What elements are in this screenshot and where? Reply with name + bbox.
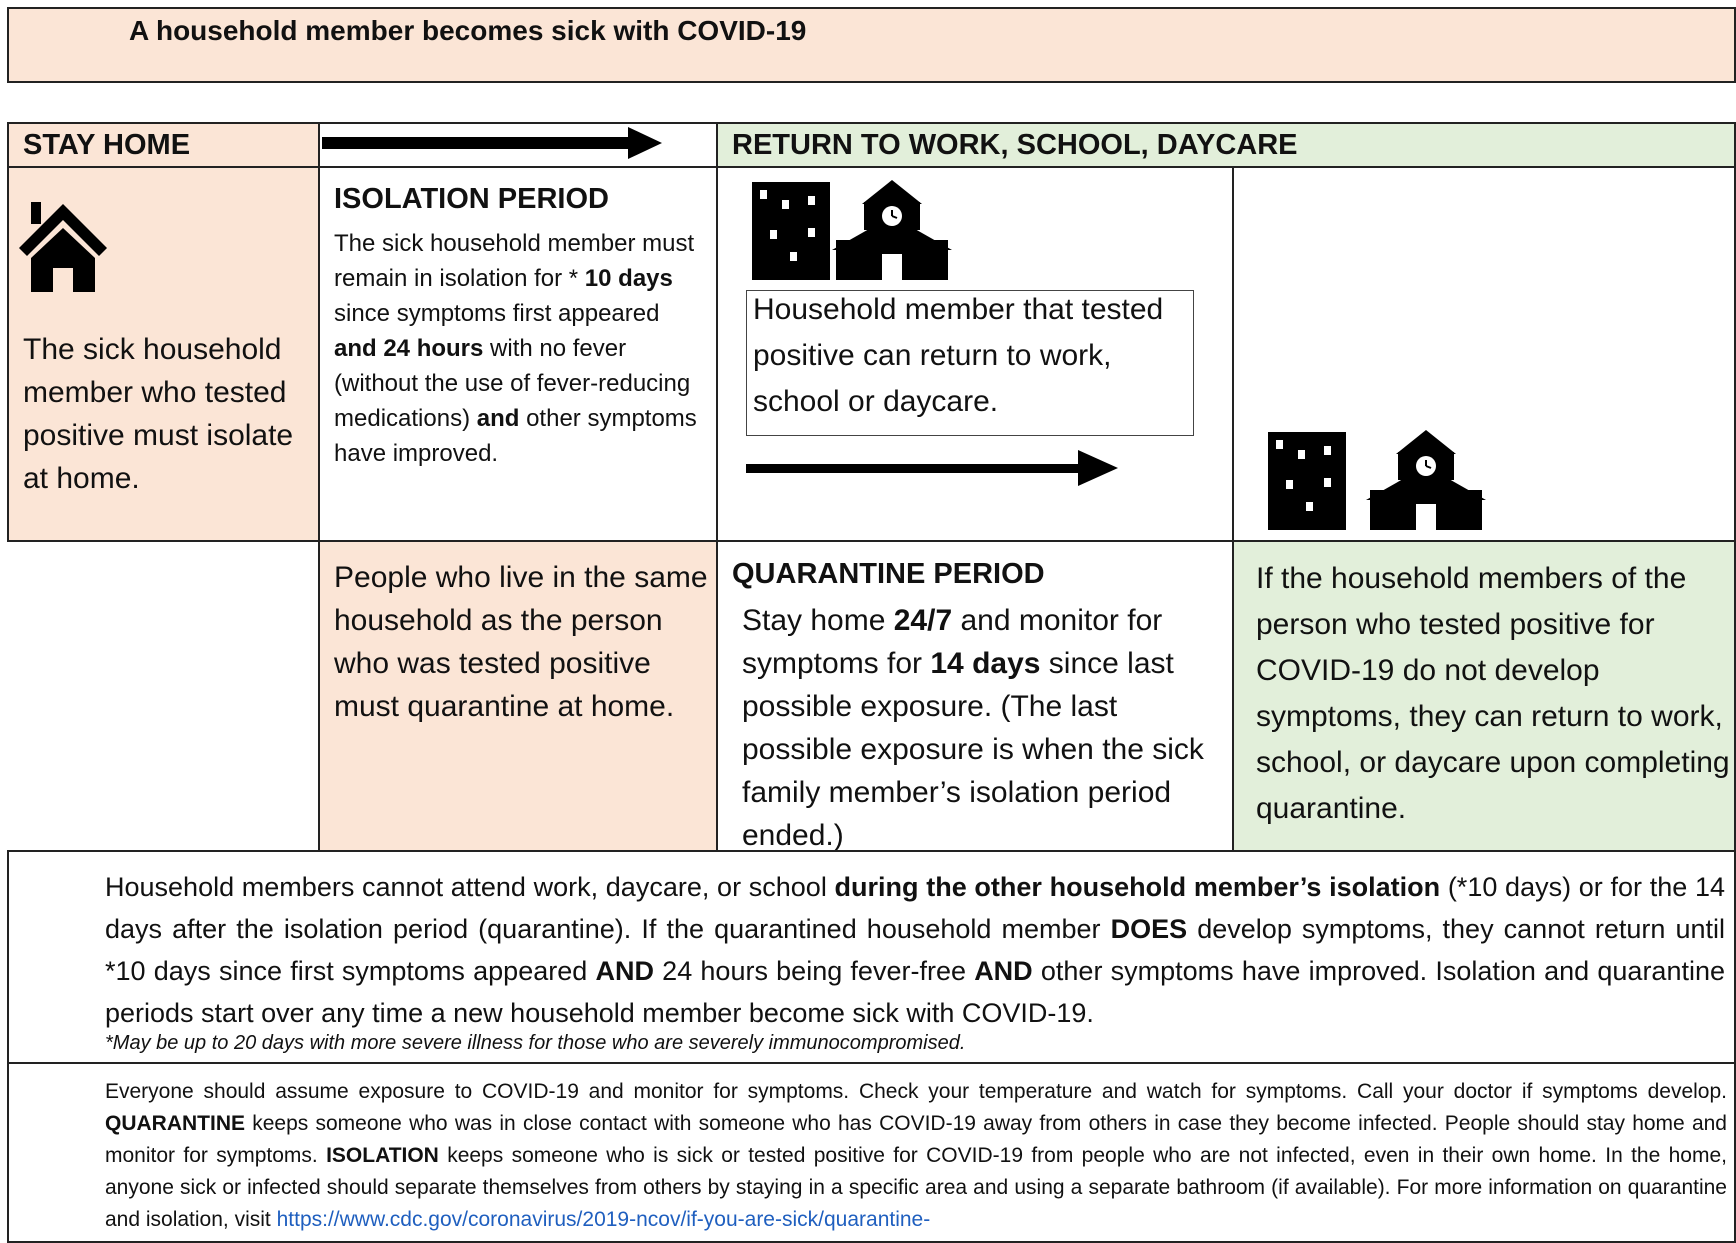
header-arrow-cell bbox=[318, 122, 718, 168]
isolation-24-hours: and 24 hours bbox=[334, 335, 484, 362]
cdc-link[interactable]: https://www.cdc.gov/coronavirus/2019-nco… bbox=[276, 1208, 931, 1231]
note2-text-1: Everyone should assume exposure to COVID… bbox=[105, 1080, 1727, 1103]
isolation-text-4: other symptoms have improved. bbox=[334, 405, 697, 467]
household-text: People who live in the same household as… bbox=[334, 561, 708, 723]
note2-quarantine: QUARANTINE bbox=[105, 1112, 245, 1135]
return-cell: Household member that tested positive ca… bbox=[716, 166, 1234, 542]
note1-bold-4: AND bbox=[974, 956, 1033, 986]
household-rules-note: Household members cannot attend work, da… bbox=[7, 850, 1736, 1064]
return-box-text: Household member that tested positive ca… bbox=[753, 293, 1164, 418]
isolation-text-3: with no fever (without the use of fever-… bbox=[334, 335, 691, 432]
quarantine-text-3: since last possible exposure. (The last … bbox=[742, 647, 1204, 852]
isolation-star: * bbox=[568, 265, 585, 292]
note1-bold-1: during the other household member’s isol… bbox=[834, 872, 1441, 902]
general-guidance-note: Everyone should assume exposure to COVID… bbox=[7, 1062, 1736, 1243]
return-after-quarantine-text: If the household members of the person w… bbox=[1256, 562, 1730, 825]
quarantine-14-days: 14 days bbox=[930, 647, 1041, 680]
quarantine-text-1: Stay home bbox=[742, 604, 894, 637]
note1-bold-2: DOES bbox=[1110, 914, 1188, 944]
return-box: Household member that tested positive ca… bbox=[746, 290, 1194, 436]
note1-text-2: (*10 days) or for the 14 days after the … bbox=[105, 872, 1725, 944]
return-icons-cell bbox=[1232, 166, 1736, 542]
isolation-title: ISOLATION PERIOD bbox=[334, 183, 609, 215]
isolation-text: The sick household member must remain in… bbox=[334, 226, 704, 471]
quarantine-text: Stay home 24/7 and monitor for symptoms … bbox=[742, 599, 1232, 857]
household-cell: People who live in the same household as… bbox=[318, 540, 718, 852]
office-building-icon bbox=[752, 182, 830, 280]
isolation-text-2: since symptoms first appeared bbox=[334, 300, 660, 327]
banner-title: A household member becomes sick with COV… bbox=[129, 15, 807, 46]
stay-home-cell: The sick household member who tested pos… bbox=[7, 166, 320, 542]
arrow-right-icon bbox=[322, 127, 662, 159]
quarantine-title: QUARANTINE PERIOD bbox=[732, 558, 1045, 590]
note1-text-4: 24 hours being fever-free bbox=[653, 956, 975, 986]
stay-home-text: The sick household member who tested pos… bbox=[23, 333, 294, 495]
office-building-icon bbox=[1268, 432, 1346, 530]
quarantine-24-7: 24/7 bbox=[893, 604, 953, 637]
house-icon bbox=[19, 202, 107, 292]
note1-text-1: Household members cannot attend work, da… bbox=[105, 872, 835, 902]
isolation-cell: ISOLATION PERIOD The sick household memb… bbox=[318, 166, 718, 542]
note1-bold-3: AND bbox=[595, 956, 654, 986]
stay-home-label: STAY HOME bbox=[23, 129, 191, 161]
schoolhouse-icon bbox=[832, 180, 952, 280]
return-header: RETURN TO WORK, SCHOOL, DAYCARE bbox=[716, 122, 1736, 168]
banner: A household member becomes sick with COV… bbox=[7, 7, 1736, 83]
stay-home-header: STAY HOME bbox=[7, 122, 320, 168]
schoolhouse-icon bbox=[1366, 430, 1486, 530]
isolation-and: and bbox=[476, 405, 520, 432]
general-guidance-text: Everyone should assume exposure to COVID… bbox=[105, 1076, 1727, 1236]
arrow-right-icon bbox=[746, 450, 1118, 486]
isolation-text-1: The sick household member must remain in… bbox=[334, 230, 695, 292]
note1-text-3: develop symptoms, they cannot return unt… bbox=[105, 914, 1725, 986]
note1-text-5: other symptoms have improved. Isolation … bbox=[105, 956, 1726, 1028]
isolation-ten-days: 10 days bbox=[584, 265, 673, 292]
note2-isolation: ISOLATION bbox=[326, 1144, 439, 1167]
note2-text-2: keeps someone who was in close contact w… bbox=[105, 1112, 1727, 1167]
return-label: RETURN TO WORK, SCHOOL, DAYCARE bbox=[732, 129, 1298, 161]
note2-text-3: keeps someone who is sick or tested posi… bbox=[105, 1144, 1727, 1231]
quarantine-text-2: and monitor for symptoms for bbox=[742, 604, 1163, 680]
quarantine-cell: QUARANTINE PERIOD Stay home 24/7 and mon… bbox=[716, 540, 1234, 852]
footnote: *May be up to 20 days with more severe i… bbox=[105, 1032, 966, 1054]
household-rules-text: Household members cannot attend work, da… bbox=[105, 866, 1725, 1034]
return-after-quarantine-cell: If the household members of the person w… bbox=[1232, 540, 1736, 852]
